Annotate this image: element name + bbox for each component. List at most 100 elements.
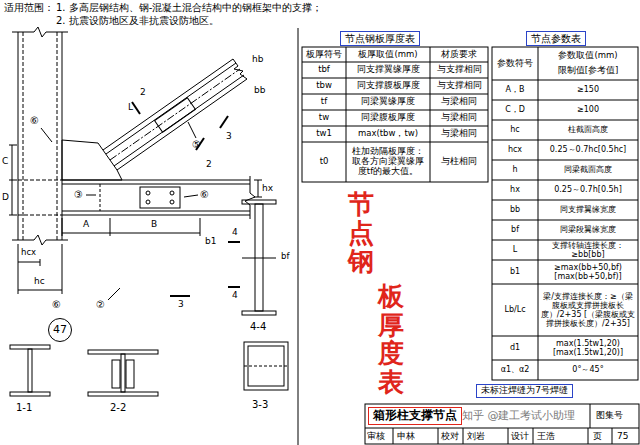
box-text: 节点钢板厚度表: [345, 33, 415, 44]
section-title: 1-1: [16, 403, 32, 413]
dimension-label: hx: [262, 184, 273, 193]
table-cell: bf: [492, 220, 538, 240]
table-cell: h: [492, 160, 538, 180]
table-cell: 同支撑翼缘厚度: [346, 62, 430, 78]
box-text: 47: [53, 324, 67, 336]
callout-number: ⑥: [52, 300, 61, 310]
table-cell: hx: [492, 180, 538, 200]
table-cell: 与支撑相同: [430, 78, 488, 94]
table-cell: tbf: [302, 62, 346, 78]
table-cell: C，D: [492, 100, 538, 120]
table-cell: α1、α2: [492, 360, 538, 380]
table-cell: 板厚符号: [302, 47, 346, 62]
emphasis-text: 节点钢: [348, 190, 374, 276]
title-block-text: 75: [617, 432, 628, 441]
table-cell: 同梁翼缘厚度: [346, 94, 430, 110]
callout-number: ⑤: [192, 140, 201, 150]
table-cell: 与梁相同: [430, 94, 488, 110]
table-cell: 与柱相同: [430, 142, 488, 182]
table-cell: 同梁段翼缘宽度: [538, 220, 638, 240]
table-title-box: 节点钢板厚度表: [340, 31, 420, 46]
title-block-text: 页: [593, 432, 602, 441]
table-cell: hcx: [492, 140, 538, 160]
table-cell: 与支撑相同: [430, 62, 488, 78]
dimension-label: D: [2, 193, 9, 202]
section-mark: 3: [178, 300, 184, 309]
table-cell: 柱截面高度: [538, 120, 638, 140]
scope-note: 1. 多高层钢结构、钢-混凝土混合结构中的钢框架中的支撑；: [56, 3, 322, 13]
title-block-text: 审核: [367, 432, 385, 441]
dimension-label: bb: [254, 86, 265, 95]
section-title: 4-4: [250, 322, 266, 332]
title-block-text: 校对: [441, 432, 459, 441]
box-text: 箱形柱支撑节点: [373, 409, 457, 422]
table-cell: 与梁相同: [430, 110, 488, 126]
dimension-label: hb: [252, 55, 263, 64]
table-cell: max(tbw，tw): [346, 126, 430, 142]
table-cell: tbw: [302, 78, 346, 94]
scope-note: 2. 抗震设防地区及非抗震设防地区。: [56, 16, 219, 26]
table-cell: b1: [492, 260, 538, 284]
table-cell: 同支撑腹板厚度: [346, 78, 430, 94]
box-text: 节点参数表: [531, 33, 581, 44]
table-cell: 限制值[参考值]: [538, 63, 638, 79]
table-cell: 参数取值(mm): [538, 48, 638, 64]
table-cell: 板厚取值(mm): [346, 47, 430, 62]
dimension-label: bf: [281, 252, 289, 261]
table-cell: 与梁相同: [430, 126, 488, 142]
section-mark: 4: [232, 291, 238, 300]
table-cell: Lb/Lc: [492, 284, 538, 336]
dimension-label: hcx: [21, 248, 36, 257]
emphasis-text: 板厚度表: [378, 282, 404, 396]
table-cell: 梁/支撑连接长度：≥（梁腹板或支撑拼接板长度）/2+35 [（梁腹板或支撑拼接板…: [538, 284, 638, 336]
dimension-label: hc: [34, 277, 45, 286]
table-cell: bb: [492, 200, 538, 220]
section-title: 3-3: [252, 400, 268, 410]
table-cell: 0.25～0.7h[0.5h]: [538, 180, 638, 200]
callout-number: ⑥: [30, 116, 39, 126]
note-box: 未标注焊缝为7号焊缝: [476, 384, 573, 398]
table-cell: 同支撑翼缘宽度: [538, 200, 638, 220]
dimension-label: b1: [205, 237, 216, 246]
title-block-text: 刘岩: [467, 432, 485, 441]
table-cell: 同梁腹板厚度: [346, 110, 430, 126]
detail-callout-circle: 47: [48, 318, 72, 342]
title-block-text: 王浩: [537, 432, 555, 441]
table-cell: L: [492, 240, 538, 260]
dimension-label: A: [83, 220, 89, 229]
callout-number: ③: [74, 190, 83, 200]
table-title-box: 节点参数表: [526, 31, 586, 46]
table-cell: t0: [302, 142, 346, 182]
table-cell: max(1.5tw1,20) [max(1.5tw1,20)]: [538, 336, 638, 360]
section-mark: 4: [232, 228, 238, 237]
table-cell: 柱加劲隔板厚度：取各方向梁翼缘厚度tf的最大值。: [346, 142, 430, 182]
watermark: 知乎 @建工考试小助理: [462, 410, 576, 421]
scope-note: 适用范围：: [4, 3, 54, 13]
box-text: 未标注焊缝为7号焊缝: [481, 386, 568, 396]
dimension-label: C: [2, 157, 8, 166]
title-block-text: 申林: [397, 432, 415, 441]
table-cell: 材质要求: [430, 47, 488, 62]
section-mark: 2: [206, 160, 212, 169]
table-cell: tw: [302, 110, 346, 126]
table-cell: 0.25～0.7hc[0.5hc]: [538, 140, 638, 160]
table-cell: 0°～45°: [538, 360, 638, 380]
section-mark: 3: [226, 132, 232, 141]
dimension-label: B: [151, 220, 157, 229]
table-cell: ≥150: [538, 80, 638, 100]
section-mark: 2: [140, 88, 146, 97]
dimension-label: L: [128, 103, 133, 112]
drawing-title-box: 箱形柱支撑节点: [368, 407, 462, 425]
table-cell: 同梁截面高度: [538, 160, 638, 180]
callout-number: ⑥: [200, 190, 209, 200]
table-cell: ≥100: [538, 100, 638, 120]
table-cell: d1: [492, 336, 538, 360]
title-block-text: 图集号: [596, 411, 623, 420]
title-block-text: 设计: [511, 432, 529, 441]
section-title: 2-2: [110, 403, 126, 413]
callout-number: ②: [96, 300, 105, 310]
table-cell: hc: [492, 120, 538, 140]
table-cell: ≥max(bb+50,bf) [max(bb+50,bf)]: [538, 260, 638, 284]
table-cell: tf: [302, 94, 346, 110]
